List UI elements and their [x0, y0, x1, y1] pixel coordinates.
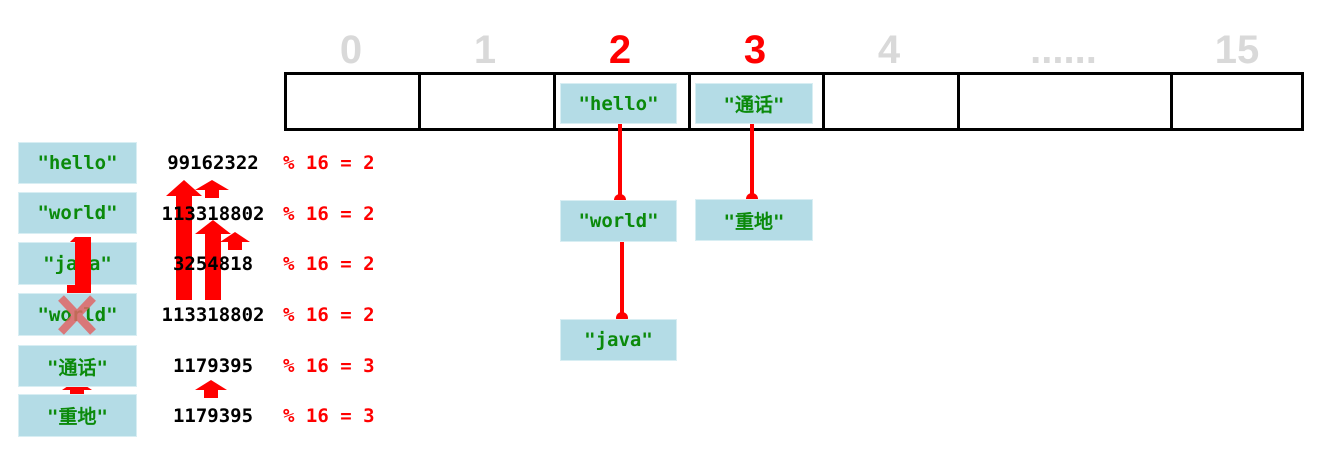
bucket-3-node: "通话": [695, 83, 813, 124]
bucket-2-node: "java": [560, 319, 677, 361]
bucket-2-node: "hello": [560, 83, 677, 124]
modulo-result: % 16 = 2: [283, 253, 375, 275]
key-box: "java": [18, 242, 137, 285]
modulo-result: % 16 = 2: [283, 203, 375, 225]
up-arrow-icon: [195, 220, 231, 300]
index-label-1: 1: [473, 28, 497, 72]
index-label-0: 0: [339, 28, 363, 72]
modulo-result: % 16 = 3: [283, 355, 375, 377]
index-label-3: 3: [743, 28, 767, 72]
hash-value: 1179395: [172, 405, 254, 427]
hash-value: 1179395: [172, 355, 254, 377]
index-label-4: 4: [877, 28, 901, 72]
array-cell: [1170, 72, 1304, 131]
array-cell: [822, 72, 957, 131]
modulo-result: % 16 = 3: [283, 405, 375, 427]
array-cell: [957, 72, 1170, 131]
array-cell: [284, 72, 418, 131]
hash-value: 99162322: [167, 152, 259, 174]
up-arrow-icon: [195, 380, 227, 398]
up-arrow-icon: [195, 180, 229, 198]
up-arrow-icon: [62, 380, 92, 398]
array-cell: [688, 72, 822, 131]
up-arrow-icon: [220, 232, 250, 250]
key-box: "重地": [18, 394, 137, 437]
index-label-2: 2: [608, 28, 632, 72]
link-line: [750, 124, 754, 199]
modulo-result: % 16 = 2: [283, 152, 375, 174]
key-box: "world": [18, 192, 137, 234]
up-arrow-icon: [166, 180, 202, 300]
index-label-ellipsis: ......: [1030, 28, 1097, 72]
hash-value: 113318802: [161, 203, 265, 225]
bucket-2-node: "world": [560, 200, 677, 242]
modulo-result: % 16 = 2: [283, 304, 375, 326]
index-label-15: 15: [1214, 28, 1260, 72]
key-box: "通话": [18, 345, 137, 387]
key-box: "hello": [18, 142, 137, 184]
array-cell: [418, 72, 553, 131]
key-box: "world": [18, 293, 137, 336]
link-line: [620, 242, 624, 318]
hash-value: 3254818: [172, 253, 254, 275]
hash-value: 113318802: [161, 304, 265, 326]
link-line: [618, 124, 622, 200]
bucket-3-node: "重地": [695, 199, 813, 241]
